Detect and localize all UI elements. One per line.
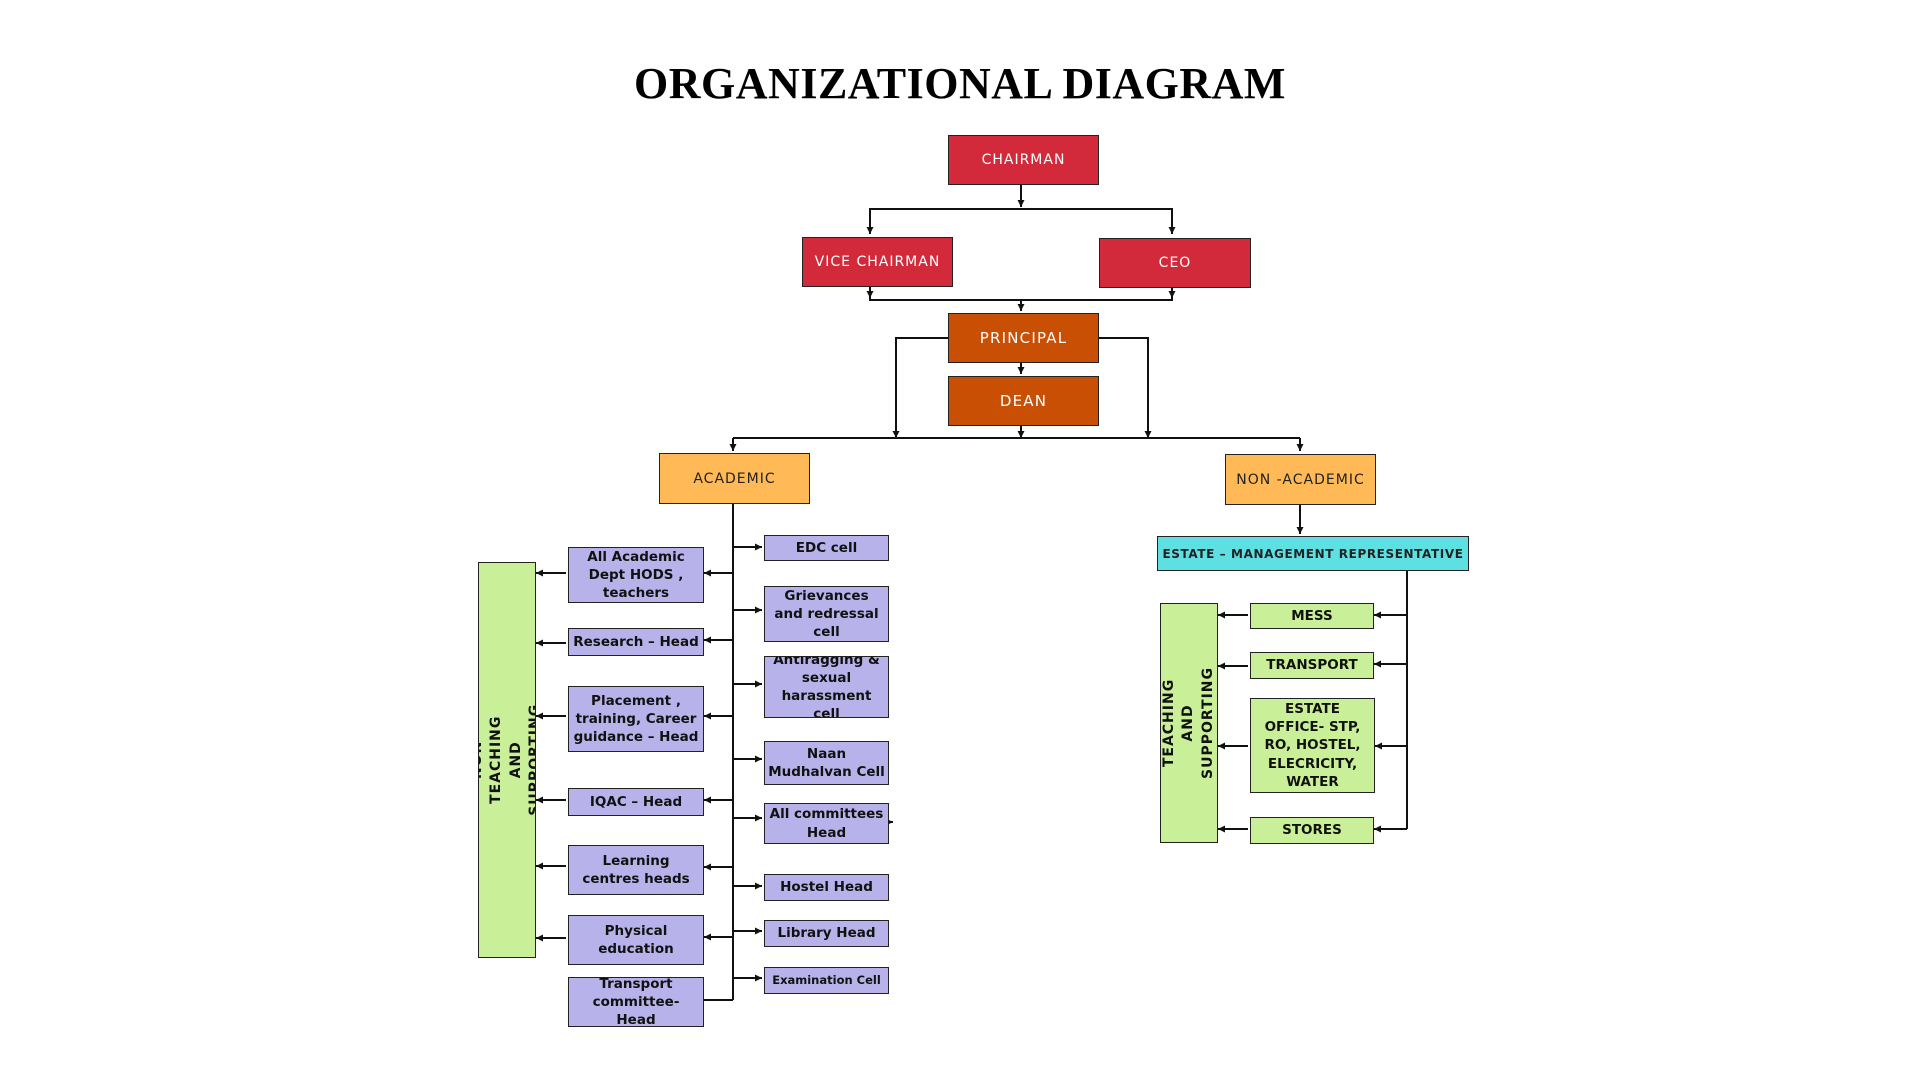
academic-right-item: Grievances and redressal cell [764,586,889,642]
non-teaching-staff-box: NON TEACHING AND SUPPORTING STAFF [1160,603,1218,843]
dean-box: DEAN [948,376,1099,426]
non-academic-unit: STORES [1250,817,1374,844]
non-academic-unit: TRANSPORT [1250,652,1374,679]
academic-left-item: Placement , training, Career guidance – … [568,686,704,752]
principal-box: PRINCIPAL [948,313,1099,363]
academic-right-item: Hostel Head [764,874,889,901]
chairman-box: CHAIRMAN [948,135,1099,185]
academic-right-item: Naan Mudhalvan Cell [764,741,889,785]
academic-right-item: Antiragging & sexual harassment cell [764,656,889,718]
academic-right-item: All committees Head [764,803,889,844]
academic-left-item: All Academic Dept HODS , teachers [568,547,704,603]
page-title: ORGANIZATIONAL DIAGRAM [634,59,1286,108]
academic-left-item: Transport committee- Head [568,977,704,1027]
non-academic-unit: MESS [1250,603,1374,629]
academic-left-item: Learning centres heads [568,845,704,895]
teaching-staff-box: TEACHING, NON TEACHING AND SUPPORTING ST… [478,562,536,958]
teaching-staff-label: TEACHING, NON TEACHING AND SUPPORTING ST… [478,703,536,816]
academic-left-item: Research – Head [568,628,704,656]
non-academic-unit: ESTATE OFFICE- STP, RO, HOSTEL, ELECRICI… [1250,698,1375,793]
academic-right-item: Library Head [764,920,889,947]
ceo-box: CEO [1099,238,1251,288]
estate-management-box: ESTATE – MANAGEMENT REPRESENTATIVE [1157,536,1469,571]
academic-right-item: Examination Cell [764,967,889,994]
academic-left-item: IQAC – Head [568,788,704,816]
non-teaching-staff-label: NON TEACHING AND SUPPORTING STAFF [1160,666,1216,779]
academic-left-item: Physical education [568,915,704,965]
academic-right-item: EDC cell [764,535,889,561]
non-academic-box: NON -ACADEMIC [1225,454,1376,505]
academic-box: ACADEMIC [659,453,810,504]
vice-chairman-box: VICE CHAIRMAN [802,237,953,287]
